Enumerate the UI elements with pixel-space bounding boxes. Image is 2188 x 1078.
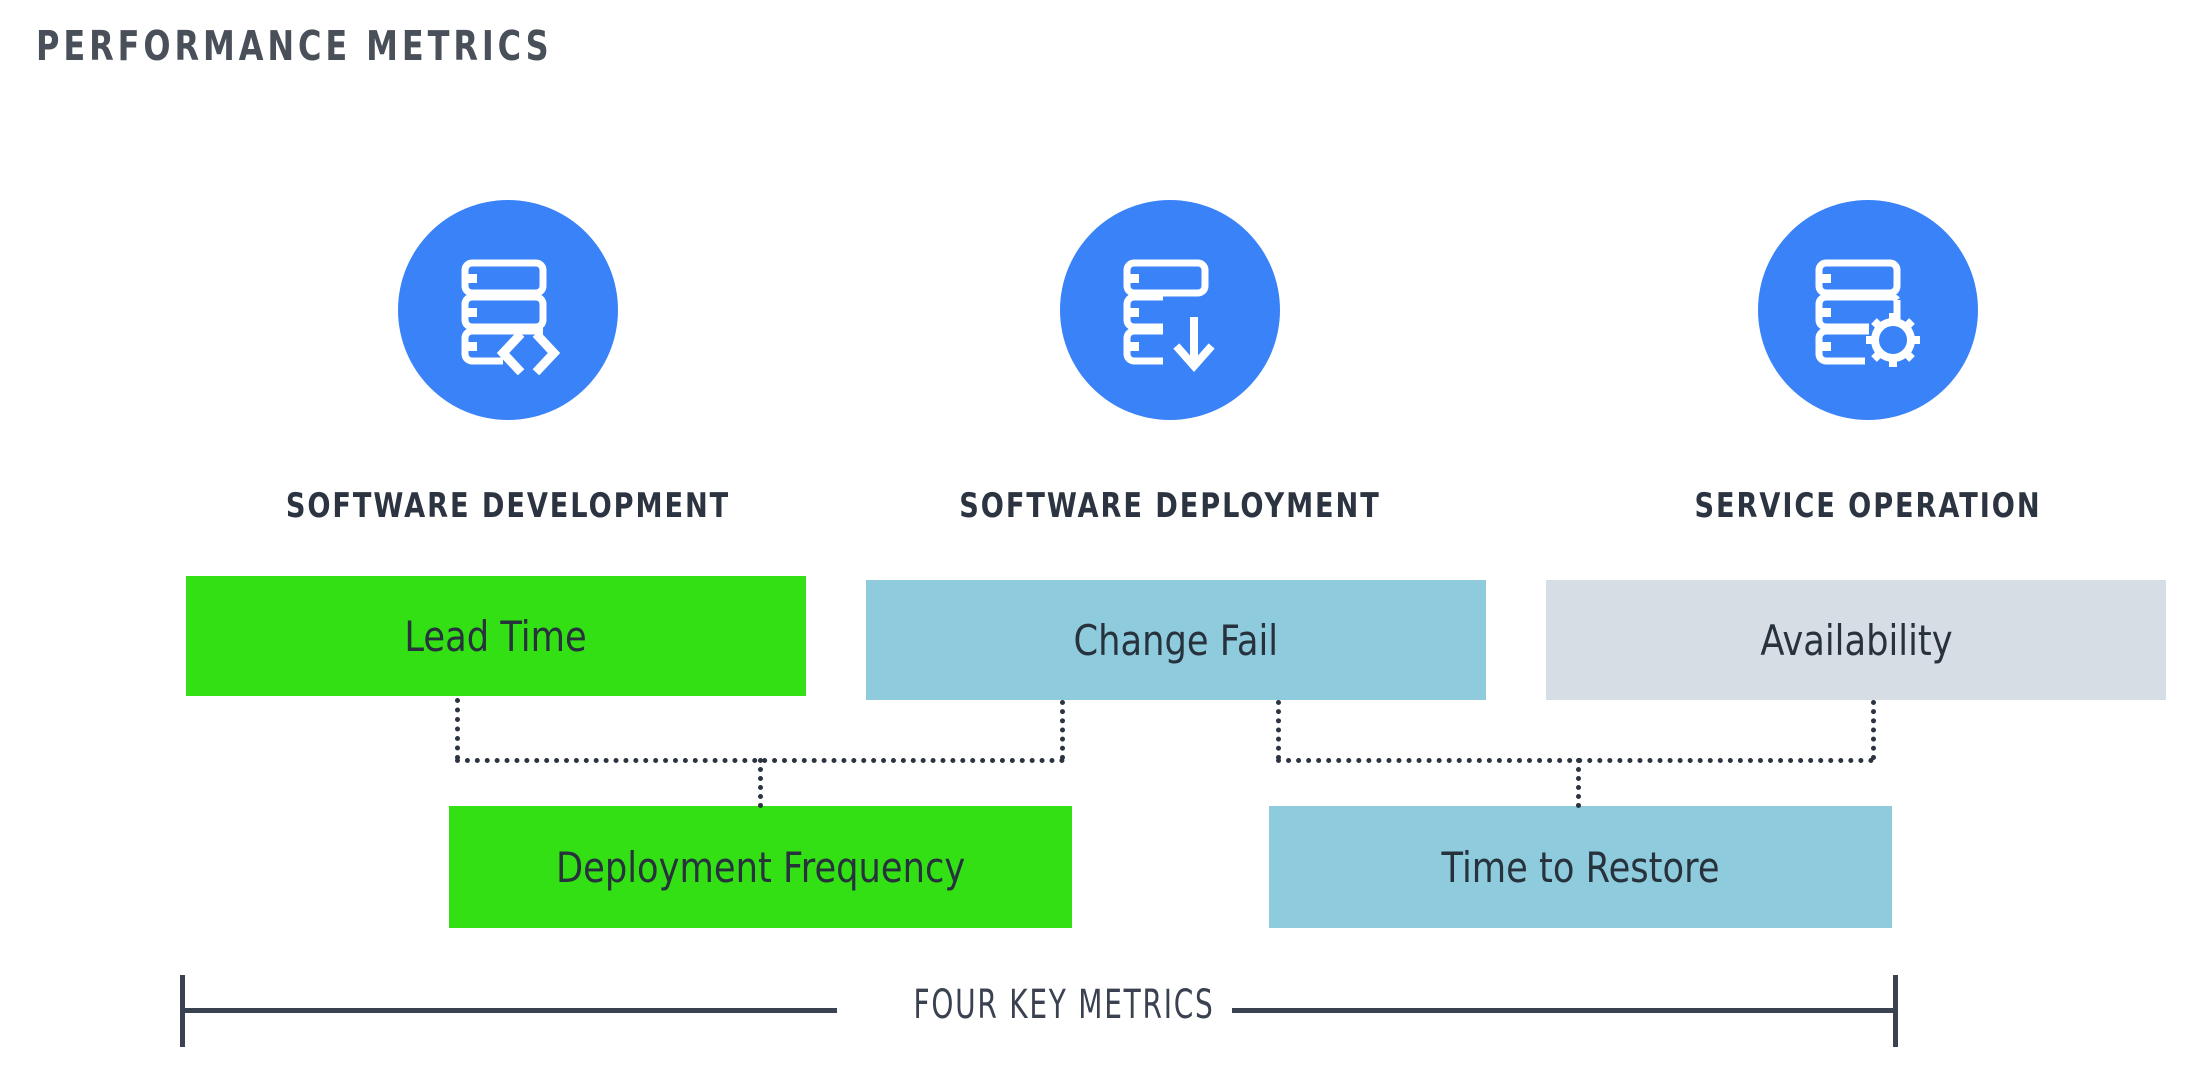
metric-bar-time-to-restore[interactable]: Time to Restore [1269, 806, 1892, 928]
column-title-software-deployment: SOFTWARE DEPLOYMENT [959, 486, 1381, 526]
connector-availability-down [1871, 700, 1876, 760]
bracket-label: FOUR KEY METRICS [913, 982, 1215, 1028]
metric-label-lead-time: Lead Time [404, 611, 588, 661]
metric-bar-deployment-frequency[interactable]: Deployment Frequency [449, 806, 1072, 928]
bracket-cap-right [1893, 975, 1898, 1047]
metric-label-availability: Availability [1759, 615, 1953, 665]
connector-lead-time-down [455, 698, 460, 760]
column-title-service-operation: SERVICE OPERATION [1694, 486, 2042, 526]
connector-change-fail-right-down [1276, 700, 1281, 760]
connector-down-time-to-restore [1576, 758, 1581, 808]
metric-label-change-fail: Change Fail [1073, 615, 1279, 665]
icon-circle-software-development [398, 200, 618, 420]
column-title-software-development: SOFTWARE DEVELOPMENT [285, 486, 731, 526]
connector-change-fail-left-down [1060, 700, 1065, 760]
bracket-line-left [180, 1008, 837, 1013]
metric-bar-availability[interactable]: Availability [1546, 580, 2166, 700]
server-gear-icon [1803, 245, 1933, 375]
server-download-arrow-icon [1105, 245, 1235, 375]
metric-bar-lead-time[interactable]: Lead Time [186, 576, 806, 696]
icon-circle-service-operation [1758, 200, 1978, 420]
server-code-icon [443, 245, 573, 375]
connector-down-deployment-frequency [758, 758, 763, 808]
icon-circle-software-deployment [1060, 200, 1280, 420]
metric-label-deployment-frequency: Deployment Frequency [555, 842, 966, 892]
metric-label-time-to-restore: Time to Restore [1441, 842, 1720, 892]
connector-rail-right [1276, 758, 1874, 763]
page-title: PERFORMANCE METRICS [36, 22, 553, 70]
bracket-line-right [1232, 1008, 1898, 1013]
metric-bar-change-fail[interactable]: Change Fail [866, 580, 1486, 700]
